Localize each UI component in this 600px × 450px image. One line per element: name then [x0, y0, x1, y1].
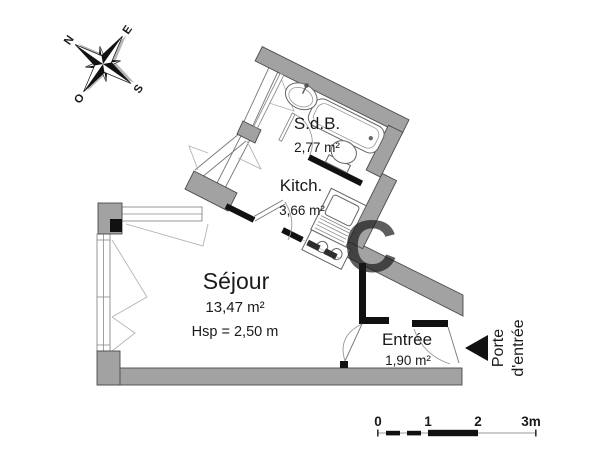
- entry-door-hinge-block: [340, 361, 348, 368]
- wall-bathroom-left-partition: [253, 72, 285, 129]
- entry-inner-door-arc: [342, 323, 363, 362]
- room-label-living: Séjour: [203, 268, 270, 294]
- living-room-partitions: [224, 199, 293, 241]
- entrance-door-label-line2: d'entrée: [510, 319, 527, 376]
- scale-label-3m: 3m: [521, 414, 541, 429]
- bathtub: [307, 98, 385, 154]
- scale-label-0: 0: [374, 414, 382, 429]
- kitchen-diagonal-window: [188, 132, 247, 179]
- room-area-living: 13,47 m²: [205, 299, 264, 316]
- kitchen-opening-limit: [281, 227, 341, 260]
- living-room-top-window: [121, 206, 209, 247]
- wall-entry-stub-vertical: [359, 263, 366, 323]
- entrance-door-leaf: [447, 326, 460, 364]
- entrance-door-label: Porte d'entrée: [490, 319, 527, 376]
- wall-living-pier-stub: [224, 203, 256, 223]
- window-swing-arc: [265, 67, 295, 112]
- entrance-door-label-line1: Porte: [490, 329, 507, 367]
- compass-rose: N E S O: [62, 23, 146, 106]
- wall-bottom-left-pier: [96, 350, 121, 386]
- wall-bottom: [97, 367, 463, 386]
- window-swing-arc: [237, 140, 262, 170]
- entry-inner-door-leaf: [344, 323, 363, 362]
- wall-corner-notch: [110, 219, 122, 232]
- wall-entry-stub-right: [412, 320, 448, 327]
- wall-entry-stub-left: [359, 317, 389, 324]
- window-swing-arc: [188, 145, 209, 171]
- scale-label-2: 2: [474, 414, 482, 429]
- entrance-door-arc: [413, 328, 451, 365]
- entrance-arrow-icon: [465, 335, 488, 361]
- bathroom-door-leaf: [278, 112, 296, 142]
- window-swing-arc: [111, 239, 148, 318]
- scale-solid-segment: [428, 429, 478, 437]
- room-label-bathroom: S.d.B.: [294, 114, 340, 133]
- wash-basin: [284, 82, 318, 111]
- exterior-walls: [96, 120, 464, 386]
- scale-bar: 0 1 2 3m: [374, 414, 541, 437]
- room-labels: S.d.B. 2,77 m² Kitch. 3,66 m² Séjour 13,…: [192, 114, 432, 368]
- watermark-letter: C: [344, 205, 397, 288]
- kitchen-sink-unit: [310, 187, 367, 248]
- compass-west-label: O: [72, 92, 87, 106]
- window-swing-arc: [111, 316, 136, 352]
- living-kitchen-door-arc: [284, 201, 293, 241]
- scale-label-1: 1: [424, 414, 432, 429]
- room-area-bathroom: 2,77 m²: [294, 140, 340, 155]
- scale-dash: [407, 430, 421, 436]
- wall-bathroom-top: [254, 46, 410, 135]
- compass-south-label: S: [132, 82, 146, 95]
- living-kitchen-door-leaf: [252, 199, 284, 218]
- living-room-left-window: [96, 233, 148, 352]
- entry-partitions: [340, 263, 460, 368]
- room-area-kitchen: 3,66 m²: [279, 203, 325, 218]
- rotated-wing: [253, 46, 410, 270]
- scale-dash: [386, 430, 400, 436]
- room-label-kitchen: Kitch.: [280, 176, 323, 195]
- room-label-entry: Entrée: [382, 330, 432, 349]
- room-ceiling-living: Hsp = 2,50 m: [192, 324, 279, 340]
- facade-pier-large: [184, 170, 238, 212]
- toilet: [324, 140, 357, 174]
- living-kitchen-door-leaf: [254, 203, 286, 222]
- compass-north-label: N: [62, 34, 77, 48]
- compass-cardinal-points: [74, 35, 132, 93]
- room-area-entry: 1,90 m²: [385, 353, 431, 368]
- window-swing-arc: [125, 223, 209, 247]
- bathroom-door-arc: [294, 113, 313, 157]
- wall-bathroom-kitchen-partition: [307, 154, 364, 187]
- compass-east-label: E: [121, 23, 135, 36]
